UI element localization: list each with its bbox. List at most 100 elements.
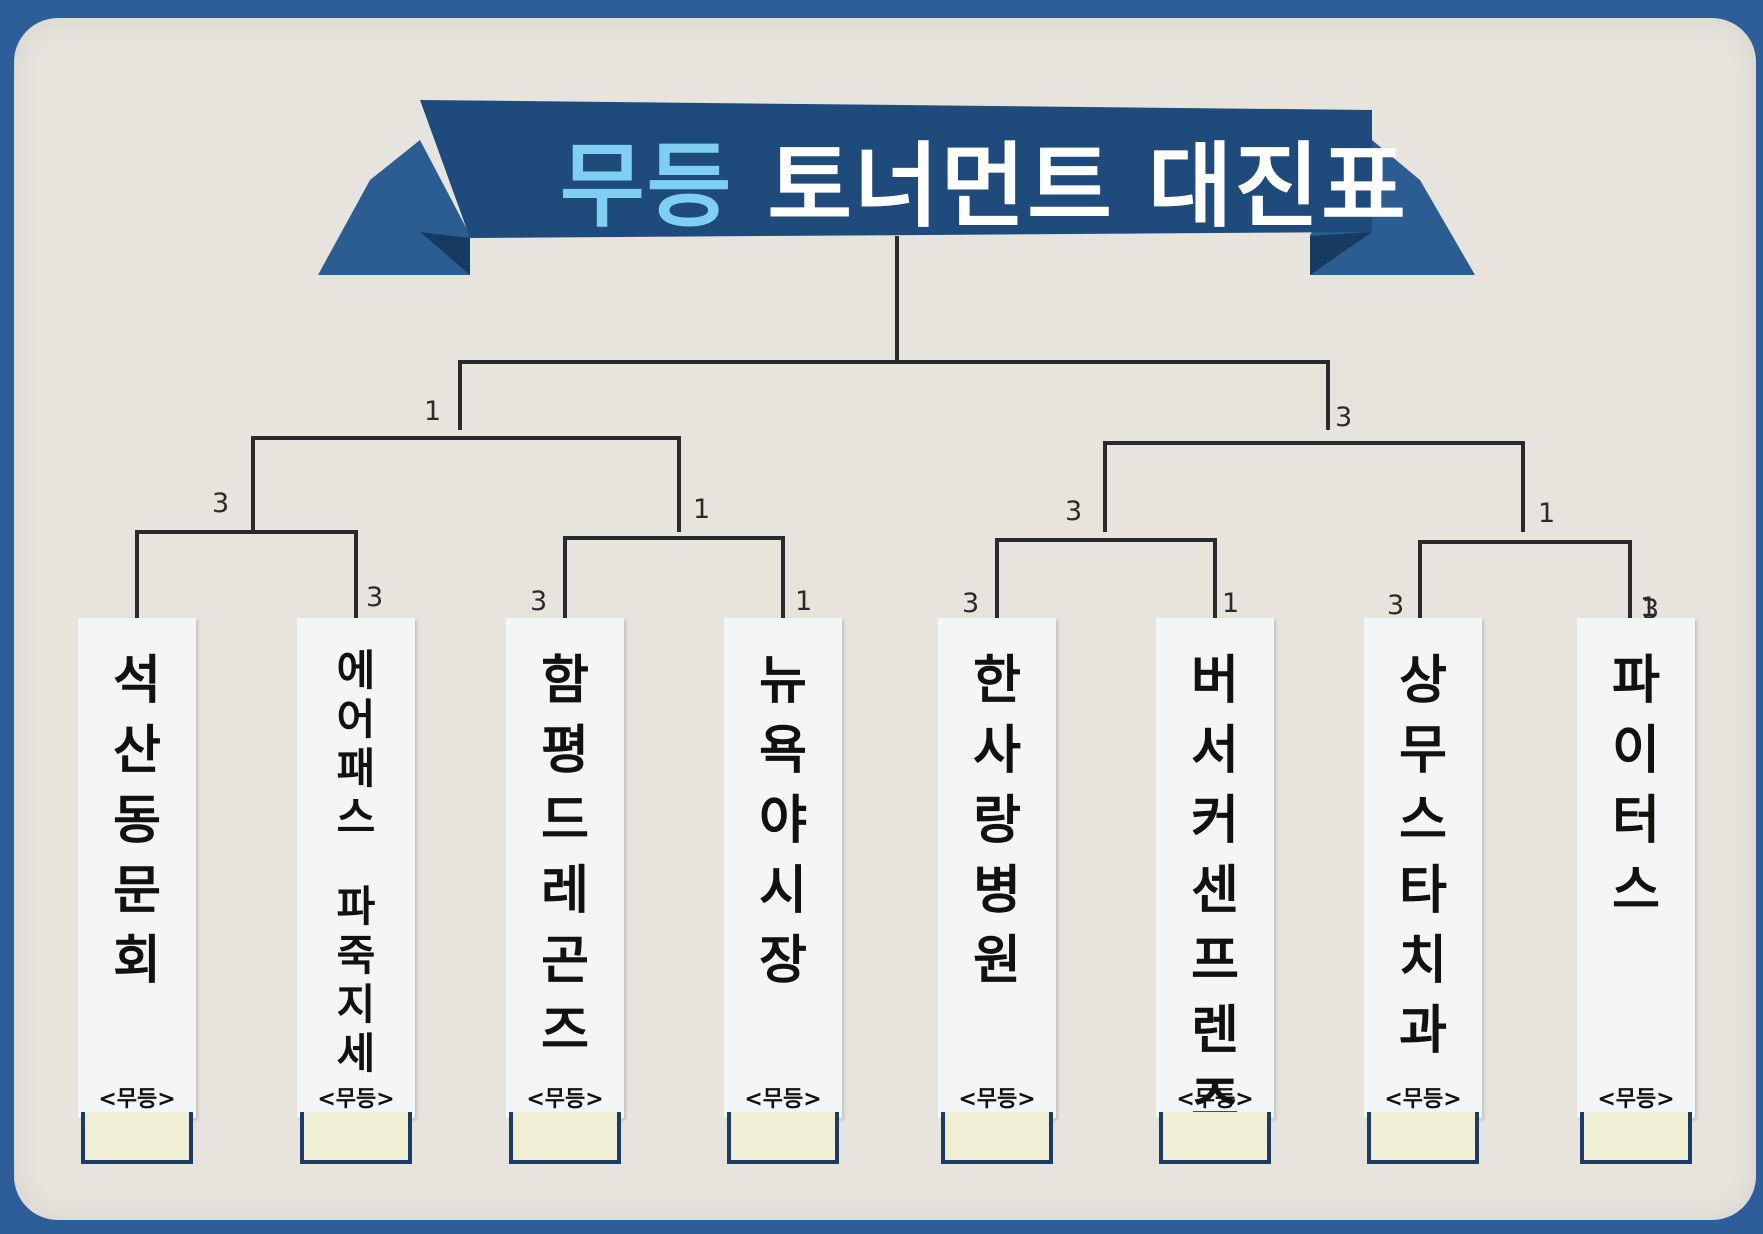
name-char: 과	[1399, 1001, 1447, 1061]
line-final	[458, 360, 1330, 430]
semi-score-4: 1	[1538, 498, 1556, 529]
name-char: 장	[759, 931, 807, 991]
score-slot	[1159, 1112, 1271, 1164]
semi-score-2: 1	[693, 494, 711, 525]
r1-score-1: 3	[366, 582, 384, 613]
score-slot	[1580, 1112, 1692, 1164]
name-char: 패	[336, 744, 376, 793]
name-char: 지	[336, 980, 376, 1029]
name-char: 파	[1612, 651, 1660, 711]
r1-score-7: 1	[1640, 592, 1658, 623]
score-slot	[941, 1112, 1053, 1164]
line-semi-left	[251, 436, 681, 532]
line-semi-right	[1103, 441, 1525, 532]
banner-fold-left	[420, 232, 470, 275]
name-char: 병	[973, 861, 1021, 921]
name-char: 렌	[1191, 1001, 1239, 1061]
name-char: 욕	[759, 721, 807, 781]
r1-score-3: 1	[795, 586, 813, 617]
name-char: 커	[1191, 791, 1239, 851]
banner-fold-right	[1310, 232, 1372, 275]
name-char: 스	[1399, 791, 1447, 851]
name-char: 평	[541, 721, 589, 781]
r1-score-4: 3	[962, 588, 980, 619]
r1-score-6: 3	[1387, 590, 1405, 621]
name-char: 파	[336, 882, 376, 931]
r1-score-2: 3	[530, 586, 548, 617]
name-char: 이	[1612, 721, 1660, 781]
name-char: 프	[1191, 931, 1239, 991]
name-char: 상	[1399, 651, 1447, 711]
name-char: 세	[336, 1029, 376, 1078]
name-char: 한	[973, 651, 1021, 711]
name-char: 시	[759, 861, 807, 921]
league-tag: <무등>	[317, 1087, 395, 1112]
name-char: 센	[1191, 861, 1239, 921]
line-r1-c	[995, 538, 1217, 620]
name-char: 함	[541, 651, 589, 711]
line-r1-d	[1418, 540, 1632, 620]
name-char: 즈	[541, 1001, 589, 1061]
name-char: 원	[973, 931, 1021, 991]
line-r1-b	[563, 536, 785, 620]
name-char: 곤	[541, 931, 589, 991]
score-slot	[509, 1112, 621, 1164]
r1-score-5: 1	[1222, 588, 1240, 619]
name-char: 동	[113, 791, 161, 851]
name-char: 사	[973, 721, 1021, 781]
name-char: 버	[1191, 651, 1239, 711]
name-char: 석	[113, 651, 161, 711]
name-char: 산	[113, 721, 161, 781]
name-char: 스	[1612, 861, 1660, 921]
page-title: 무등 토너먼트 대진표	[560, 112, 1406, 245]
league-tag: <무등>	[958, 1087, 1036, 1112]
league-tag: <무등>	[744, 1087, 822, 1112]
name-char: 치	[1399, 931, 1447, 991]
league-tag: <무등>	[1384, 1087, 1462, 1112]
banner-body	[420, 100, 1372, 238]
league-tag: <무등>	[1176, 1087, 1254, 1112]
name-char: 레	[541, 861, 589, 921]
title-rest: 토너먼트 대진표	[767, 133, 1408, 240]
league-tag: <무등>	[526, 1087, 604, 1112]
league-tag: <무등>	[1597, 1087, 1675, 1112]
score-slot	[300, 1112, 412, 1164]
name-char: 타	[1399, 861, 1447, 921]
line-r1-a	[135, 530, 358, 620]
semi-score-1: 3	[212, 488, 230, 519]
name-char: 스	[336, 793, 376, 842]
name-char: 뉴	[759, 651, 807, 711]
score-slot	[81, 1112, 193, 1164]
name-char: 죽	[336, 931, 376, 980]
score-slot	[727, 1112, 839, 1164]
final-score-left: 1	[424, 396, 442, 427]
title-accent: 무등	[560, 133, 734, 240]
name-char: 에	[336, 646, 376, 695]
name-char: 문	[113, 861, 161, 921]
r1-score-8: 3	[1642, 594, 1660, 625]
name-char: 서	[1191, 721, 1239, 781]
name-char: 랑	[973, 791, 1021, 851]
semi-score-3: 3	[1065, 496, 1083, 527]
league-tag: <무등>	[98, 1087, 176, 1112]
name-char: 어	[336, 695, 376, 744]
name-char: 회	[113, 931, 161, 991]
name-char: 야	[759, 791, 807, 851]
